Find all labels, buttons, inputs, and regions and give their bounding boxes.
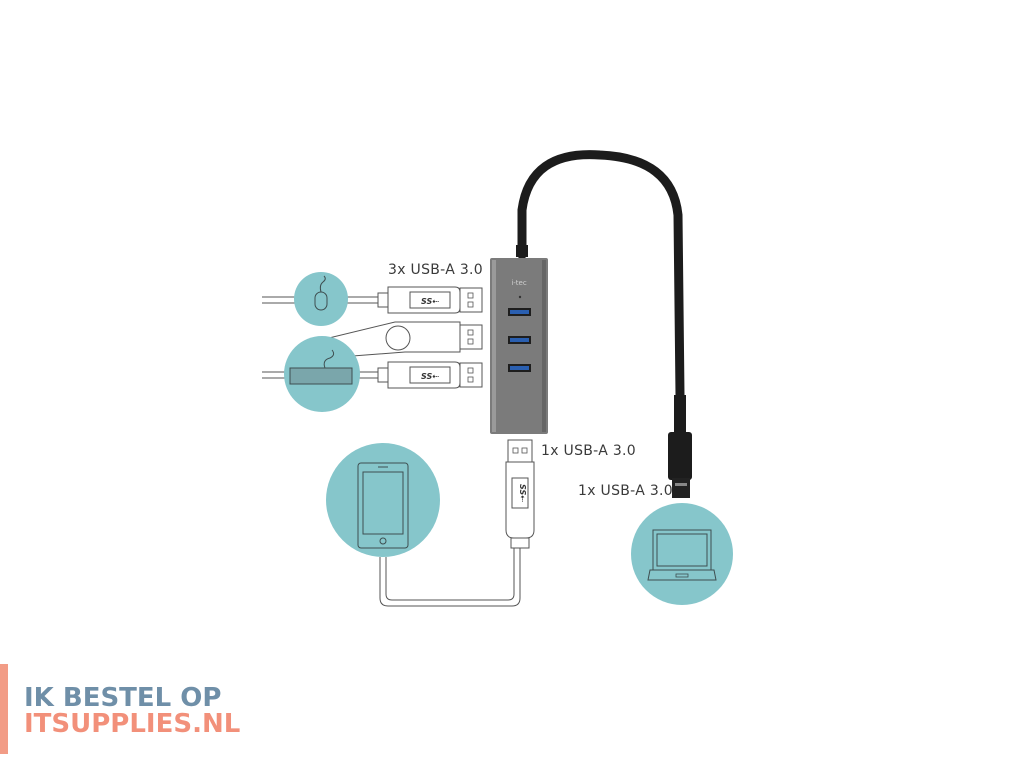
ss-usb-logo: SS⇠ [518,484,527,502]
host-plug-connector [672,478,690,498]
watermark-line1: IK BESTEL OP [24,683,222,713]
keyboard-device [284,336,360,412]
phone-connector-label: 1x USB-A 3.0 [541,443,637,459]
host-cable [517,150,685,400]
watermark-line2: ITSUPPLIES.NL [24,709,241,739]
usb-port-2 [510,338,529,342]
cable-strain-relief [516,245,528,257]
mouse-device [294,272,348,326]
ss-usb-logo: SS⇠ [421,297,439,306]
usb-plug-mouse: SS⇠ [377,286,483,314]
usb-hub: i-tec [490,258,548,434]
smartphone-icon [357,462,409,549]
hub-ports-label: 3x USB-A 3.0 [388,262,484,278]
usb-port-1 [510,310,529,314]
ss-usb-logo: SS⇠ [421,372,439,381]
watermark-logo: IK BESTEL OP ITSUPPLIES.NL [0,664,240,754]
host-connector-label: 1x USB-A 3.0 [578,483,674,499]
usb-port-3 [510,366,529,370]
host-plug-body [668,432,692,480]
smartphone-device [326,443,440,557]
usb-plug-phone: SS⇠ [505,439,535,549]
hub-brand-logo: i-tec [511,279,527,287]
usb-plug-keyboard: SS⇠ [377,361,483,389]
keyboard-icon [289,367,353,385]
watermark-bar [0,664,8,754]
host-plug-neck [674,395,686,435]
laptop-device [631,503,733,605]
